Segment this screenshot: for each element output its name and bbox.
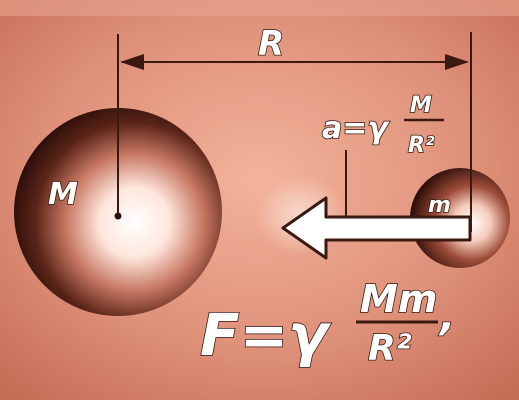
- acceleration-formula-denominator: R²: [408, 133, 435, 158]
- force-formula-lhs: F=γ: [200, 301, 331, 369]
- acceleration-formula: a=γ M R²: [321, 92, 444, 159]
- acceleration-arrow: [281, 196, 472, 260]
- small-mass-label: m: [428, 193, 451, 218]
- top-band: [0, 0, 519, 16]
- force-formula: F=γ Mm R² ,: [199, 276, 456, 370]
- force-formula-denominator: R²: [368, 328, 412, 369]
- acceleration-formula-numerator: M: [410, 93, 432, 118]
- distance-label: R: [258, 24, 284, 64]
- force-formula-trailing-comma: ,: [438, 294, 455, 340]
- big-mass-label: M: [48, 177, 78, 212]
- acceleration-formula-lhs: a=γ: [322, 111, 390, 146]
- force-formula-numerator: Mm: [360, 277, 437, 321]
